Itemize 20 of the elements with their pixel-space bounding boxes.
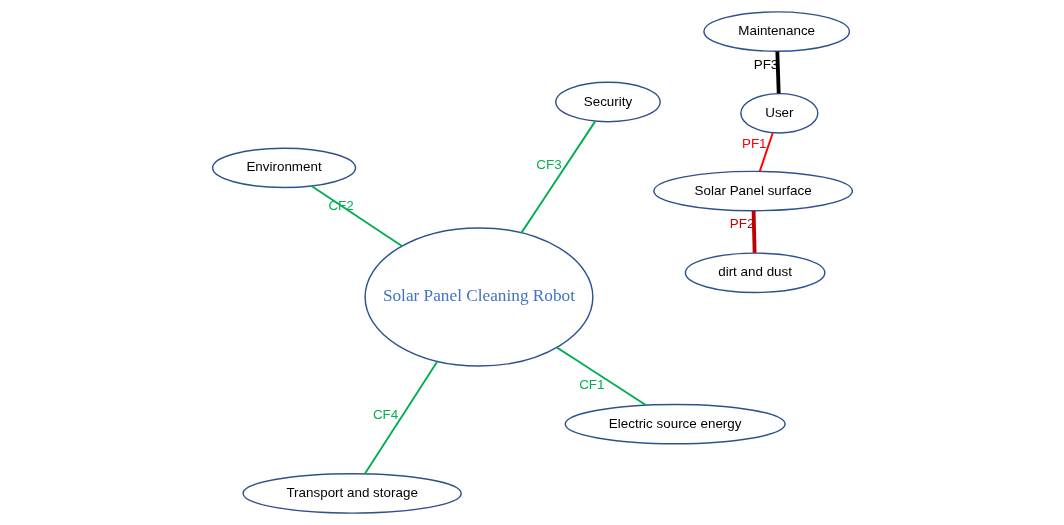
connector [519,120,596,234]
node-ellipse: Environment [211,147,356,189]
edge-label: CF1 [578,376,605,392]
connector [310,185,403,247]
node-ellipse: Maintenance [702,11,850,52]
connector [751,210,757,253]
node-ellipse: Solar Panel surface [652,170,853,212]
connector [774,51,781,94]
edge-label: PF1 [741,136,767,152]
node-ellipse: Transport and storage [241,473,462,514]
connector [363,360,438,475]
node-ellipse: dirt and dust [684,252,825,294]
connector [555,346,647,407]
node-ellipse: User [739,92,819,134]
edge-label: CF3 [535,156,562,172]
node-ellipse: Security [554,81,661,123]
node-ellipse: Electric source energy [564,403,786,445]
edge-label: CF4 [372,406,398,422]
connector [758,132,774,173]
node-ellipse: Solar Panel Cleaning Robot [363,227,594,367]
